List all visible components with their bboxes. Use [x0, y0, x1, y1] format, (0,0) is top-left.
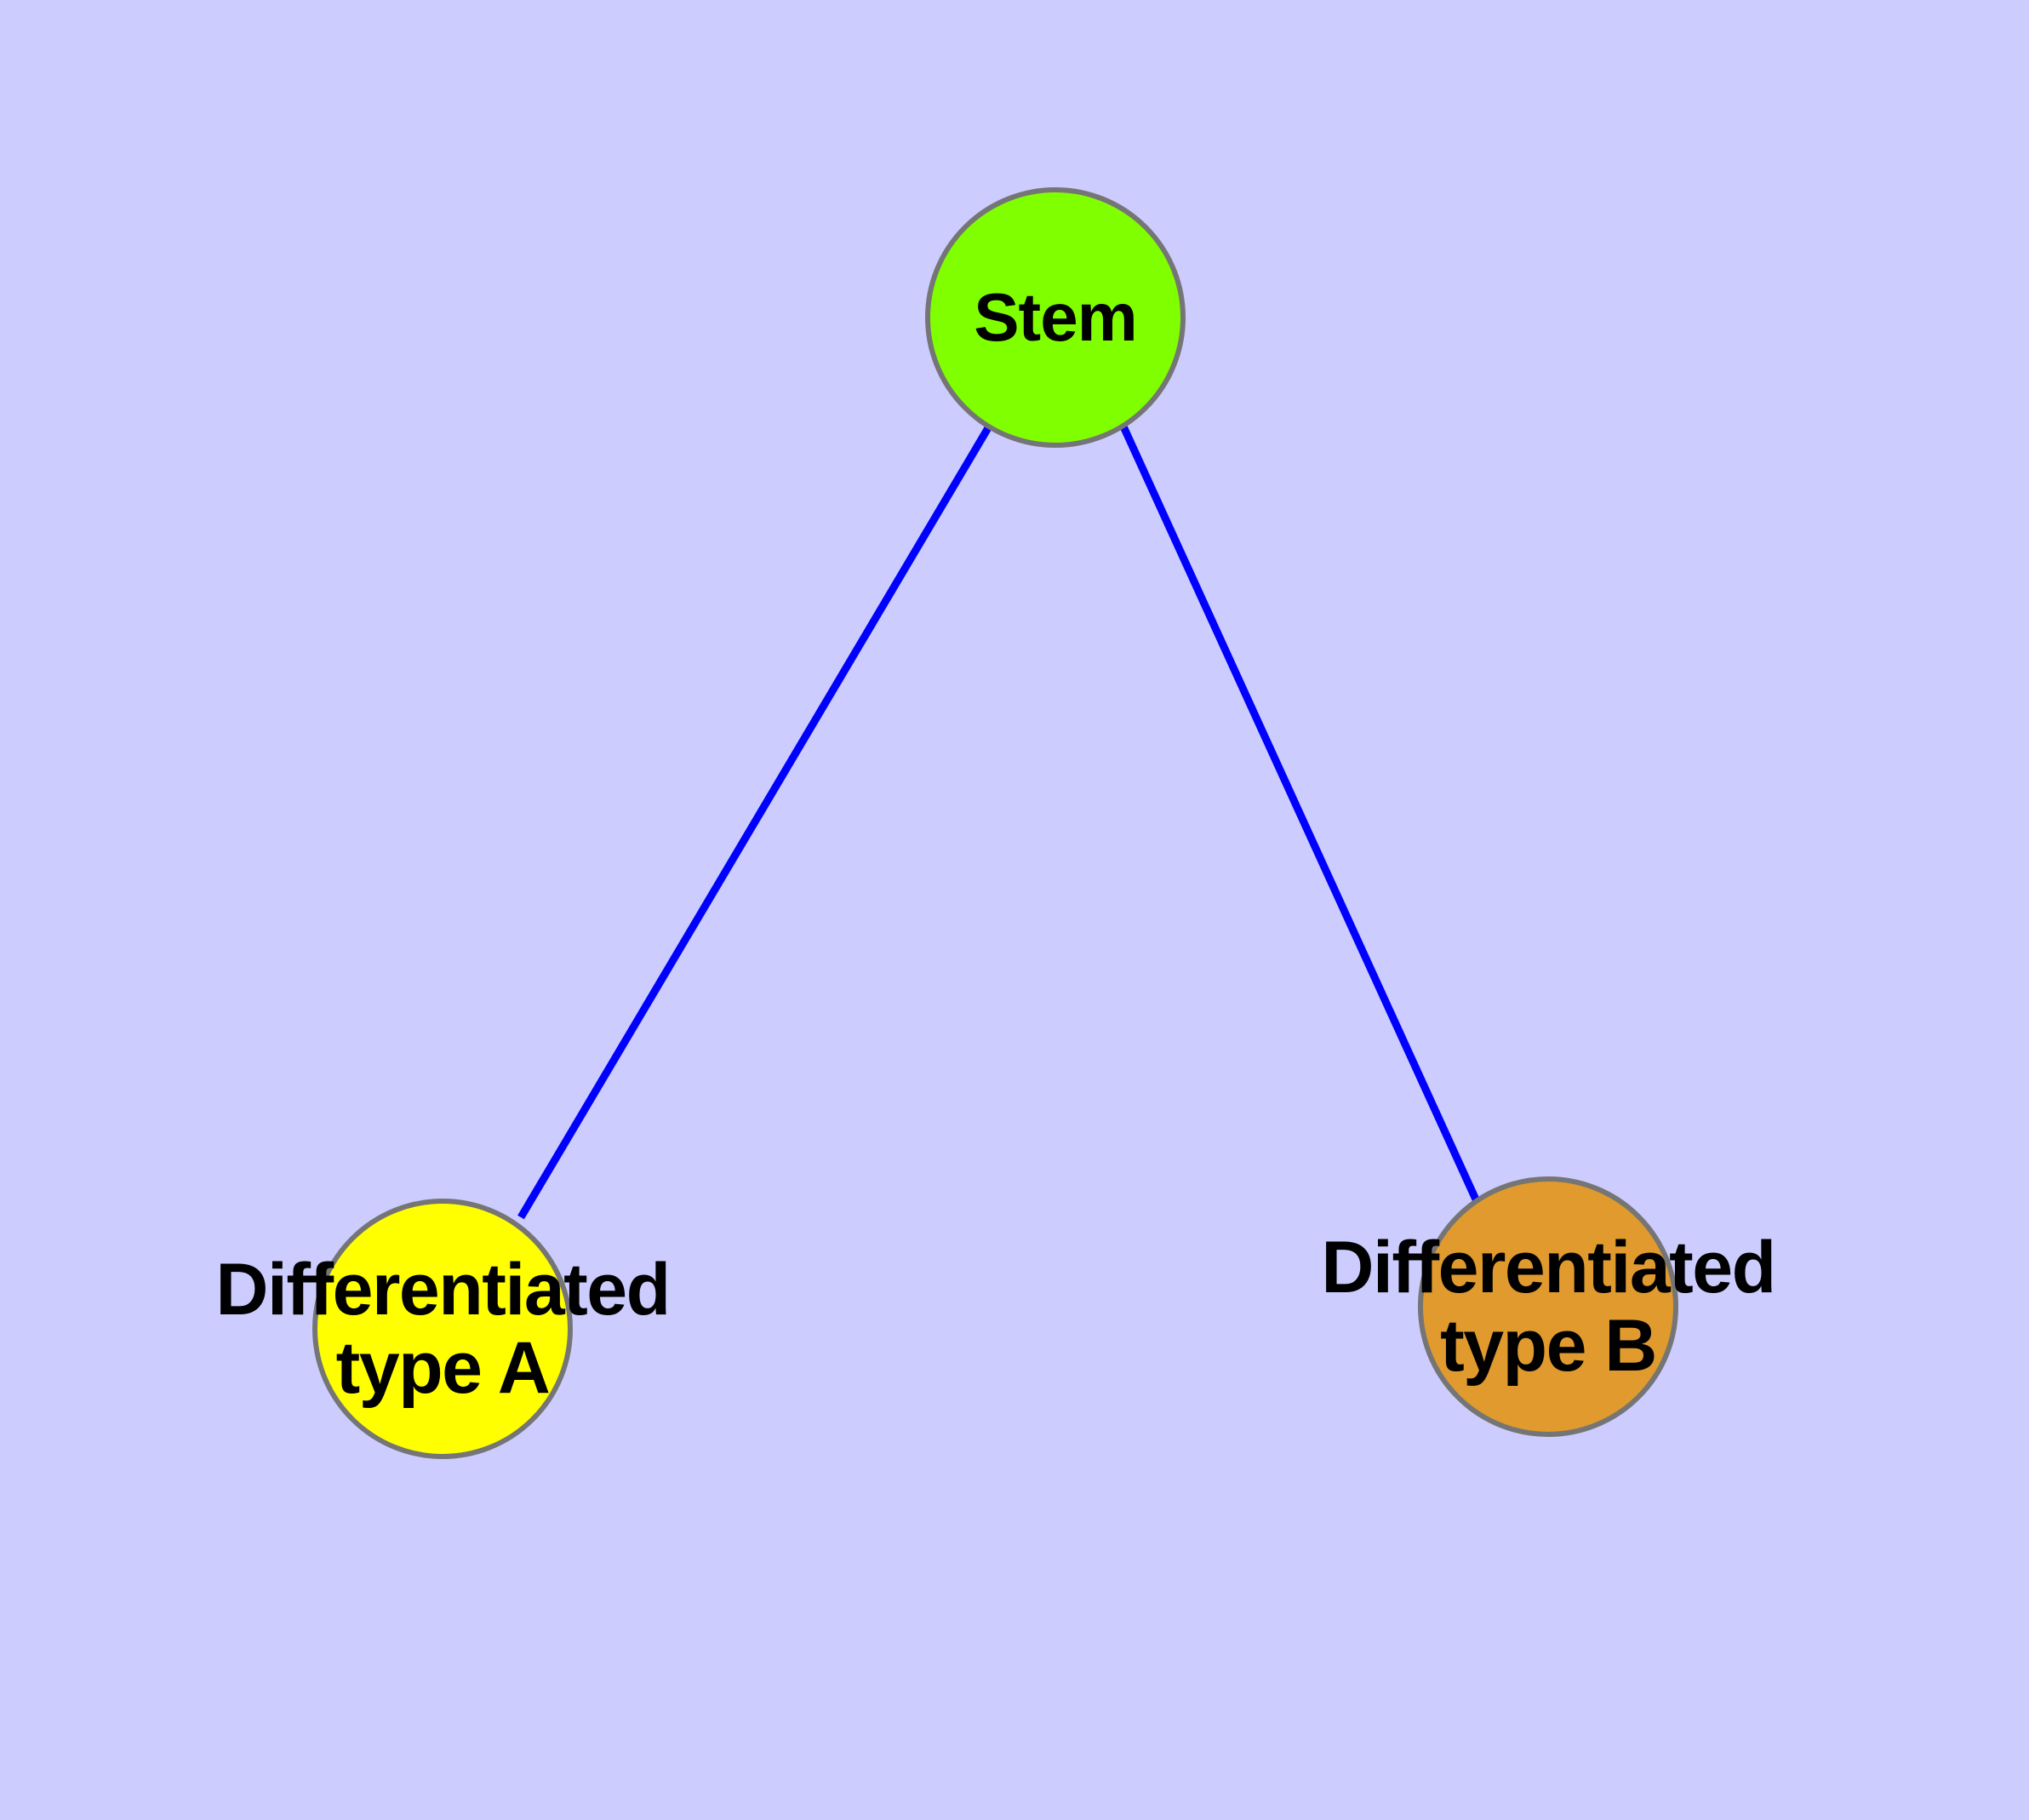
edge-stem-to-diff-a[interactable] [517, 424, 992, 1220]
node-differentiated-type-b[interactable] [1418, 1176, 1678, 1437]
node-layer [312, 187, 1678, 1459]
edge-layer [517, 424, 1480, 1220]
node-stem[interactable] [925, 187, 1186, 448]
node-differentiated-type-a[interactable] [312, 1199, 573, 1459]
edge-stem-to-diff-b[interactable] [1119, 425, 1480, 1201]
